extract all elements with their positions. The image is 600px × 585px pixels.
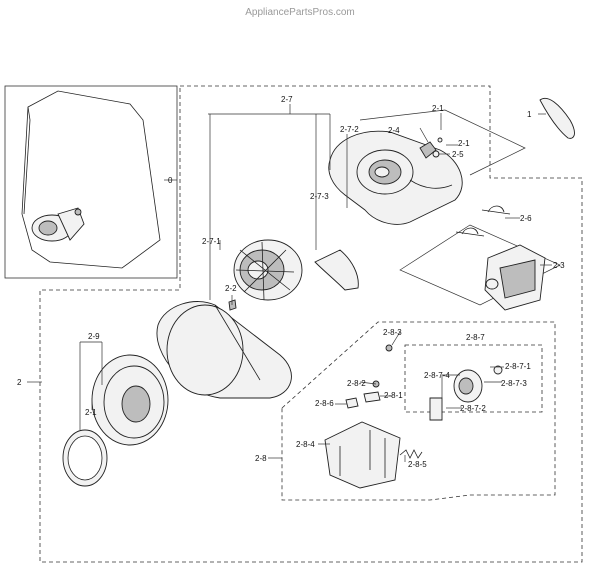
watermark-text: AppliancePartsPros.com: [245, 7, 355, 18]
label-0: 0: [168, 176, 173, 185]
label-2-4: 2-4: [388, 126, 400, 135]
blower-fan-wheel: [233, 239, 303, 301]
label-2-8-2: 2-8-2: [347, 379, 366, 388]
label-2-7-3: 2-7-3: [310, 192, 329, 201]
label-2-8-3: 2-8-3: [383, 328, 402, 337]
label-2-8: 2-8: [255, 454, 267, 463]
screw-2-2: [228, 299, 237, 311]
tension-spring: [399, 449, 423, 459]
label-2-8-5: 2-8-5: [408, 460, 427, 469]
label-2-8-7: 2-8-7: [466, 333, 485, 342]
label-2-1-right: 2-1: [458, 139, 470, 148]
subgroup-2-1-area: [359, 109, 561, 306]
callout-labels: 0 1 2 2-1 2-1 2-1 2-2 2-3 2-4 2-5 2-6 2-…: [17, 95, 565, 469]
label-2-5: 2-5: [452, 150, 464, 159]
label-2-8-1: 2-8-1: [384, 391, 403, 400]
leader-lines: [27, 104, 552, 462]
gasket-ring: [62, 429, 108, 487]
drum-back-housing: [156, 301, 292, 399]
label-2-8-7-3: 2-8-7-3: [501, 379, 527, 388]
label-2-3: 2-3: [553, 261, 565, 270]
label-2: 2: [17, 378, 22, 387]
label-2-9: 2-9: [88, 332, 100, 341]
label-2-8-4: 2-8-4: [296, 440, 315, 449]
label-2-8-7-4: 2-8-7-4: [424, 371, 450, 380]
label-2-7: 2-7: [281, 95, 293, 104]
label-2-1-front: 2-1: [85, 408, 97, 417]
drive-belt: [539, 98, 575, 139]
label-2-6: 2-6: [520, 214, 532, 223]
label-2-1-top: 2-1: [432, 104, 444, 113]
small-hardware-2-8: [345, 344, 393, 409]
label-2-8-6: 2-8-6: [315, 399, 334, 408]
clips: [455, 205, 511, 237]
subassembly-2-8-boundary: [281, 321, 556, 501]
duct-flap: [314, 249, 359, 291]
motor-bracket: [324, 421, 401, 489]
idler-pulley-assembly: [429, 365, 503, 421]
label-2-8-7-2: 2-8-7-2: [460, 404, 486, 413]
assembly-2-boundary: [39, 85, 583, 563]
motor: [484, 244, 546, 311]
label-2-7-2: 2-7-2: [340, 125, 359, 134]
label-2-2: 2-2: [225, 284, 237, 293]
label-1: 1: [527, 110, 532, 119]
overview-drum-icon: [31, 207, 85, 242]
fan-housing: [328, 130, 463, 225]
overview-box: [4, 85, 178, 279]
front-ring: [91, 354, 169, 446]
label-2-7-1: 2-7-1: [202, 237, 221, 246]
label-2-8-7-1: 2-8-7-1: [505, 362, 531, 371]
